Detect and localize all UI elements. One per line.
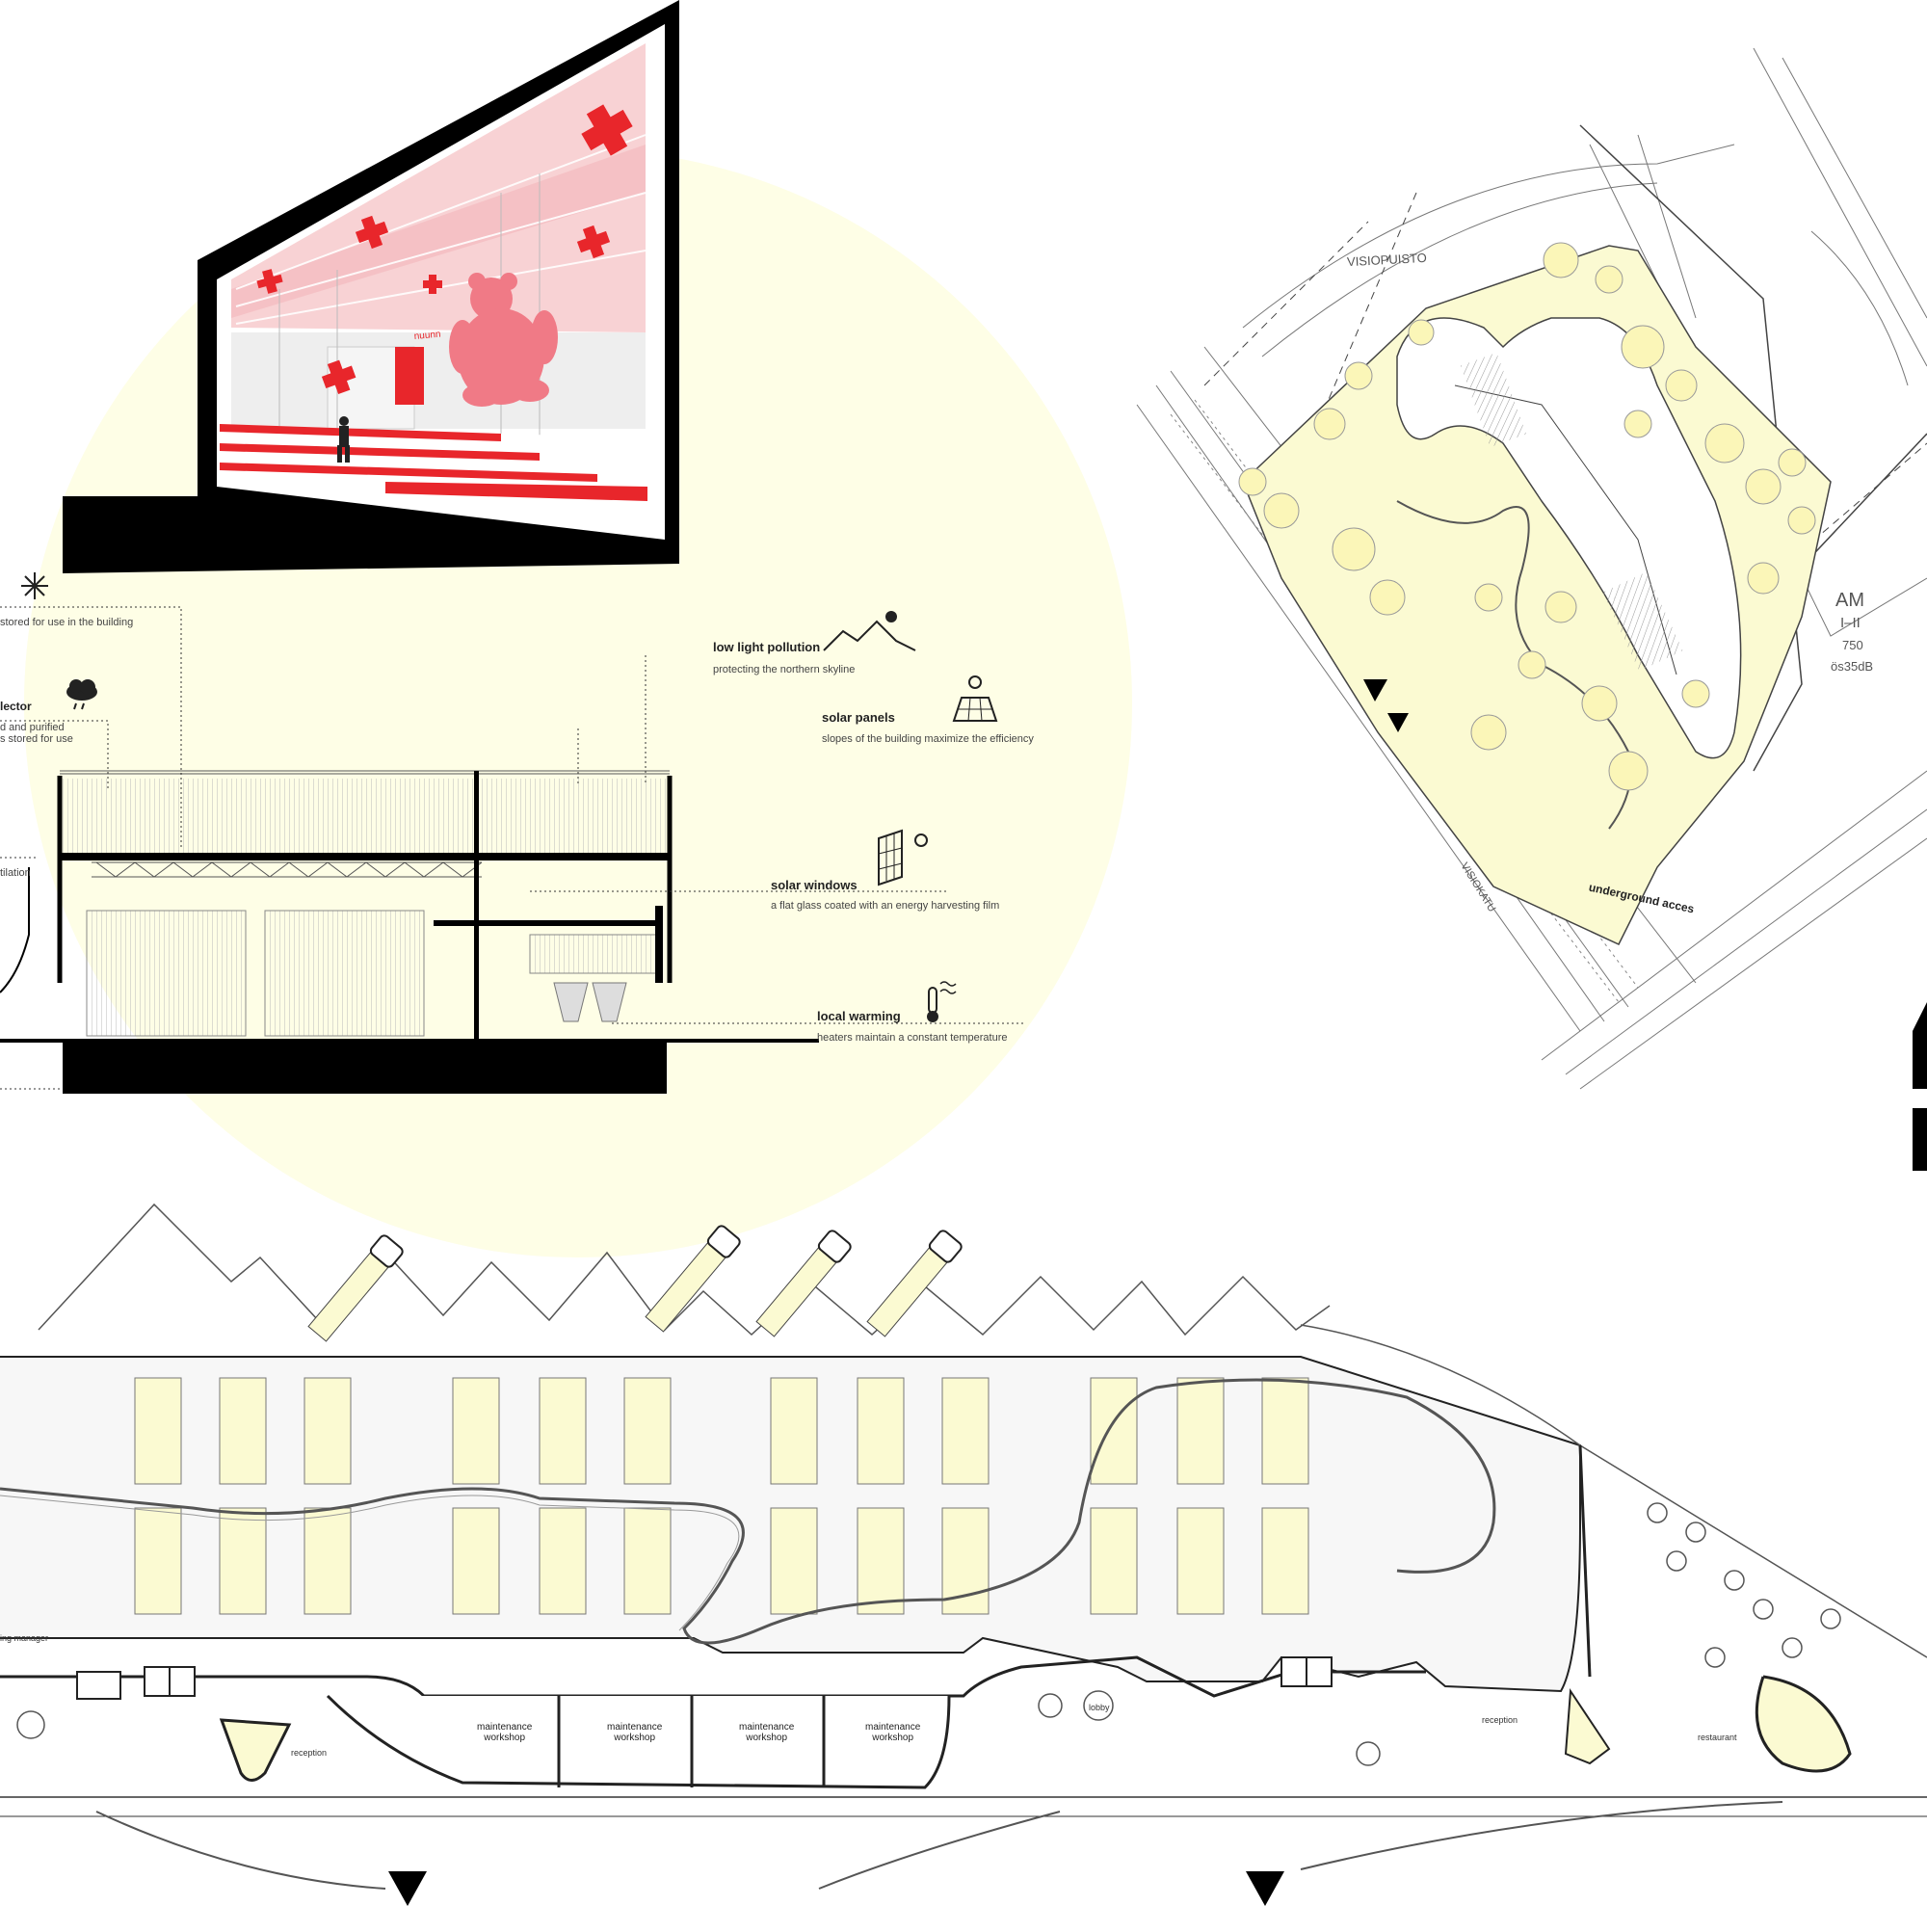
workshop-label-4-line2: workshop	[872, 1733, 914, 1743]
zone-floors: I–II	[1840, 615, 1861, 631]
teddy-bear-icon	[449, 273, 558, 407]
thermometer-icon	[927, 981, 957, 1022]
solar-windows-desc: a flat glass coated with an energy harve…	[771, 900, 1000, 912]
solar-windows-title: solar windows	[771, 878, 858, 892]
leader-lines	[0, 606, 1026, 1090]
reception-left-label: reception	[291, 1748, 328, 1758]
workshop-label-4: maintenance workshop	[865, 1722, 920, 1743]
zone-noise: ös35dB	[1831, 659, 1874, 674]
floor-plan	[0, 1203, 1927, 1906]
workshop-label-2-line1: maintenance	[607, 1722, 663, 1733]
stored-desc: stored for use in the building	[0, 617, 134, 628]
zone-area: 750	[1842, 638, 1863, 652]
ventilation-label: tilation	[0, 867, 31, 879]
site-plan	[1136, 47, 1927, 1090]
collector-desc-1: d and purified	[0, 722, 65, 733]
workshop-label-1-line1: maintenance	[477, 1722, 533, 1733]
local-warming-title: local warming	[817, 1009, 901, 1023]
workshop-label-3: maintenance workshop	[739, 1722, 794, 1743]
mountains-moon-icon	[823, 611, 916, 651]
workshop-label-1-line2: workshop	[484, 1733, 526, 1743]
workshop-label-2: maintenance workshop	[607, 1722, 662, 1743]
red-cross-icon	[256, 104, 633, 395]
workshop-label-3-line1: maintenance	[739, 1722, 795, 1733]
entrance-arrow-icon	[1246, 1871, 1284, 1906]
rain-cloud-icon	[66, 679, 97, 710]
building-section	[0, 770, 819, 1094]
solar-window-icon	[878, 829, 928, 887]
workshop-label-1: maintenance workshop	[477, 1722, 532, 1743]
solar-panels-title: solar panels	[822, 710, 895, 725]
entrance-arrow-icon	[388, 1871, 427, 1906]
workshop-label-3-line2: workshop	[746, 1733, 788, 1743]
manager-label: ing manager	[0, 1633, 49, 1643]
collector-title: lector	[0, 700, 32, 713]
lobby-label: lobby	[1089, 1703, 1110, 1712]
solar-panel-icon	[952, 675, 998, 722]
workshop-label-2-line2: workshop	[614, 1733, 656, 1743]
zone-code: AM	[1835, 590, 1864, 611]
snowflake-icon	[21, 572, 48, 599]
reception-right-label: reception	[1482, 1715, 1518, 1725]
collector-desc-2: s stored for use	[0, 733, 73, 745]
interior-render	[63, 0, 679, 573]
low-light-desc: protecting the northern skyline	[713, 664, 856, 675]
low-light-title: low light pollution	[713, 640, 821, 654]
truck-bays	[307, 1225, 963, 1342]
workshop-label-4-line1: maintenance	[865, 1722, 921, 1733]
restaurant-label: restaurant	[1698, 1733, 1737, 1742]
storage-racks	[134, 1377, 1309, 1615]
person-silhouette-icon	[337, 416, 350, 463]
solar-panels-desc: slopes of the building maximize the effi…	[822, 733, 1034, 745]
render-sign: nuunn	[413, 330, 441, 342]
local-warming-desc: heaters maintain a constant temperature	[817, 1032, 1008, 1044]
